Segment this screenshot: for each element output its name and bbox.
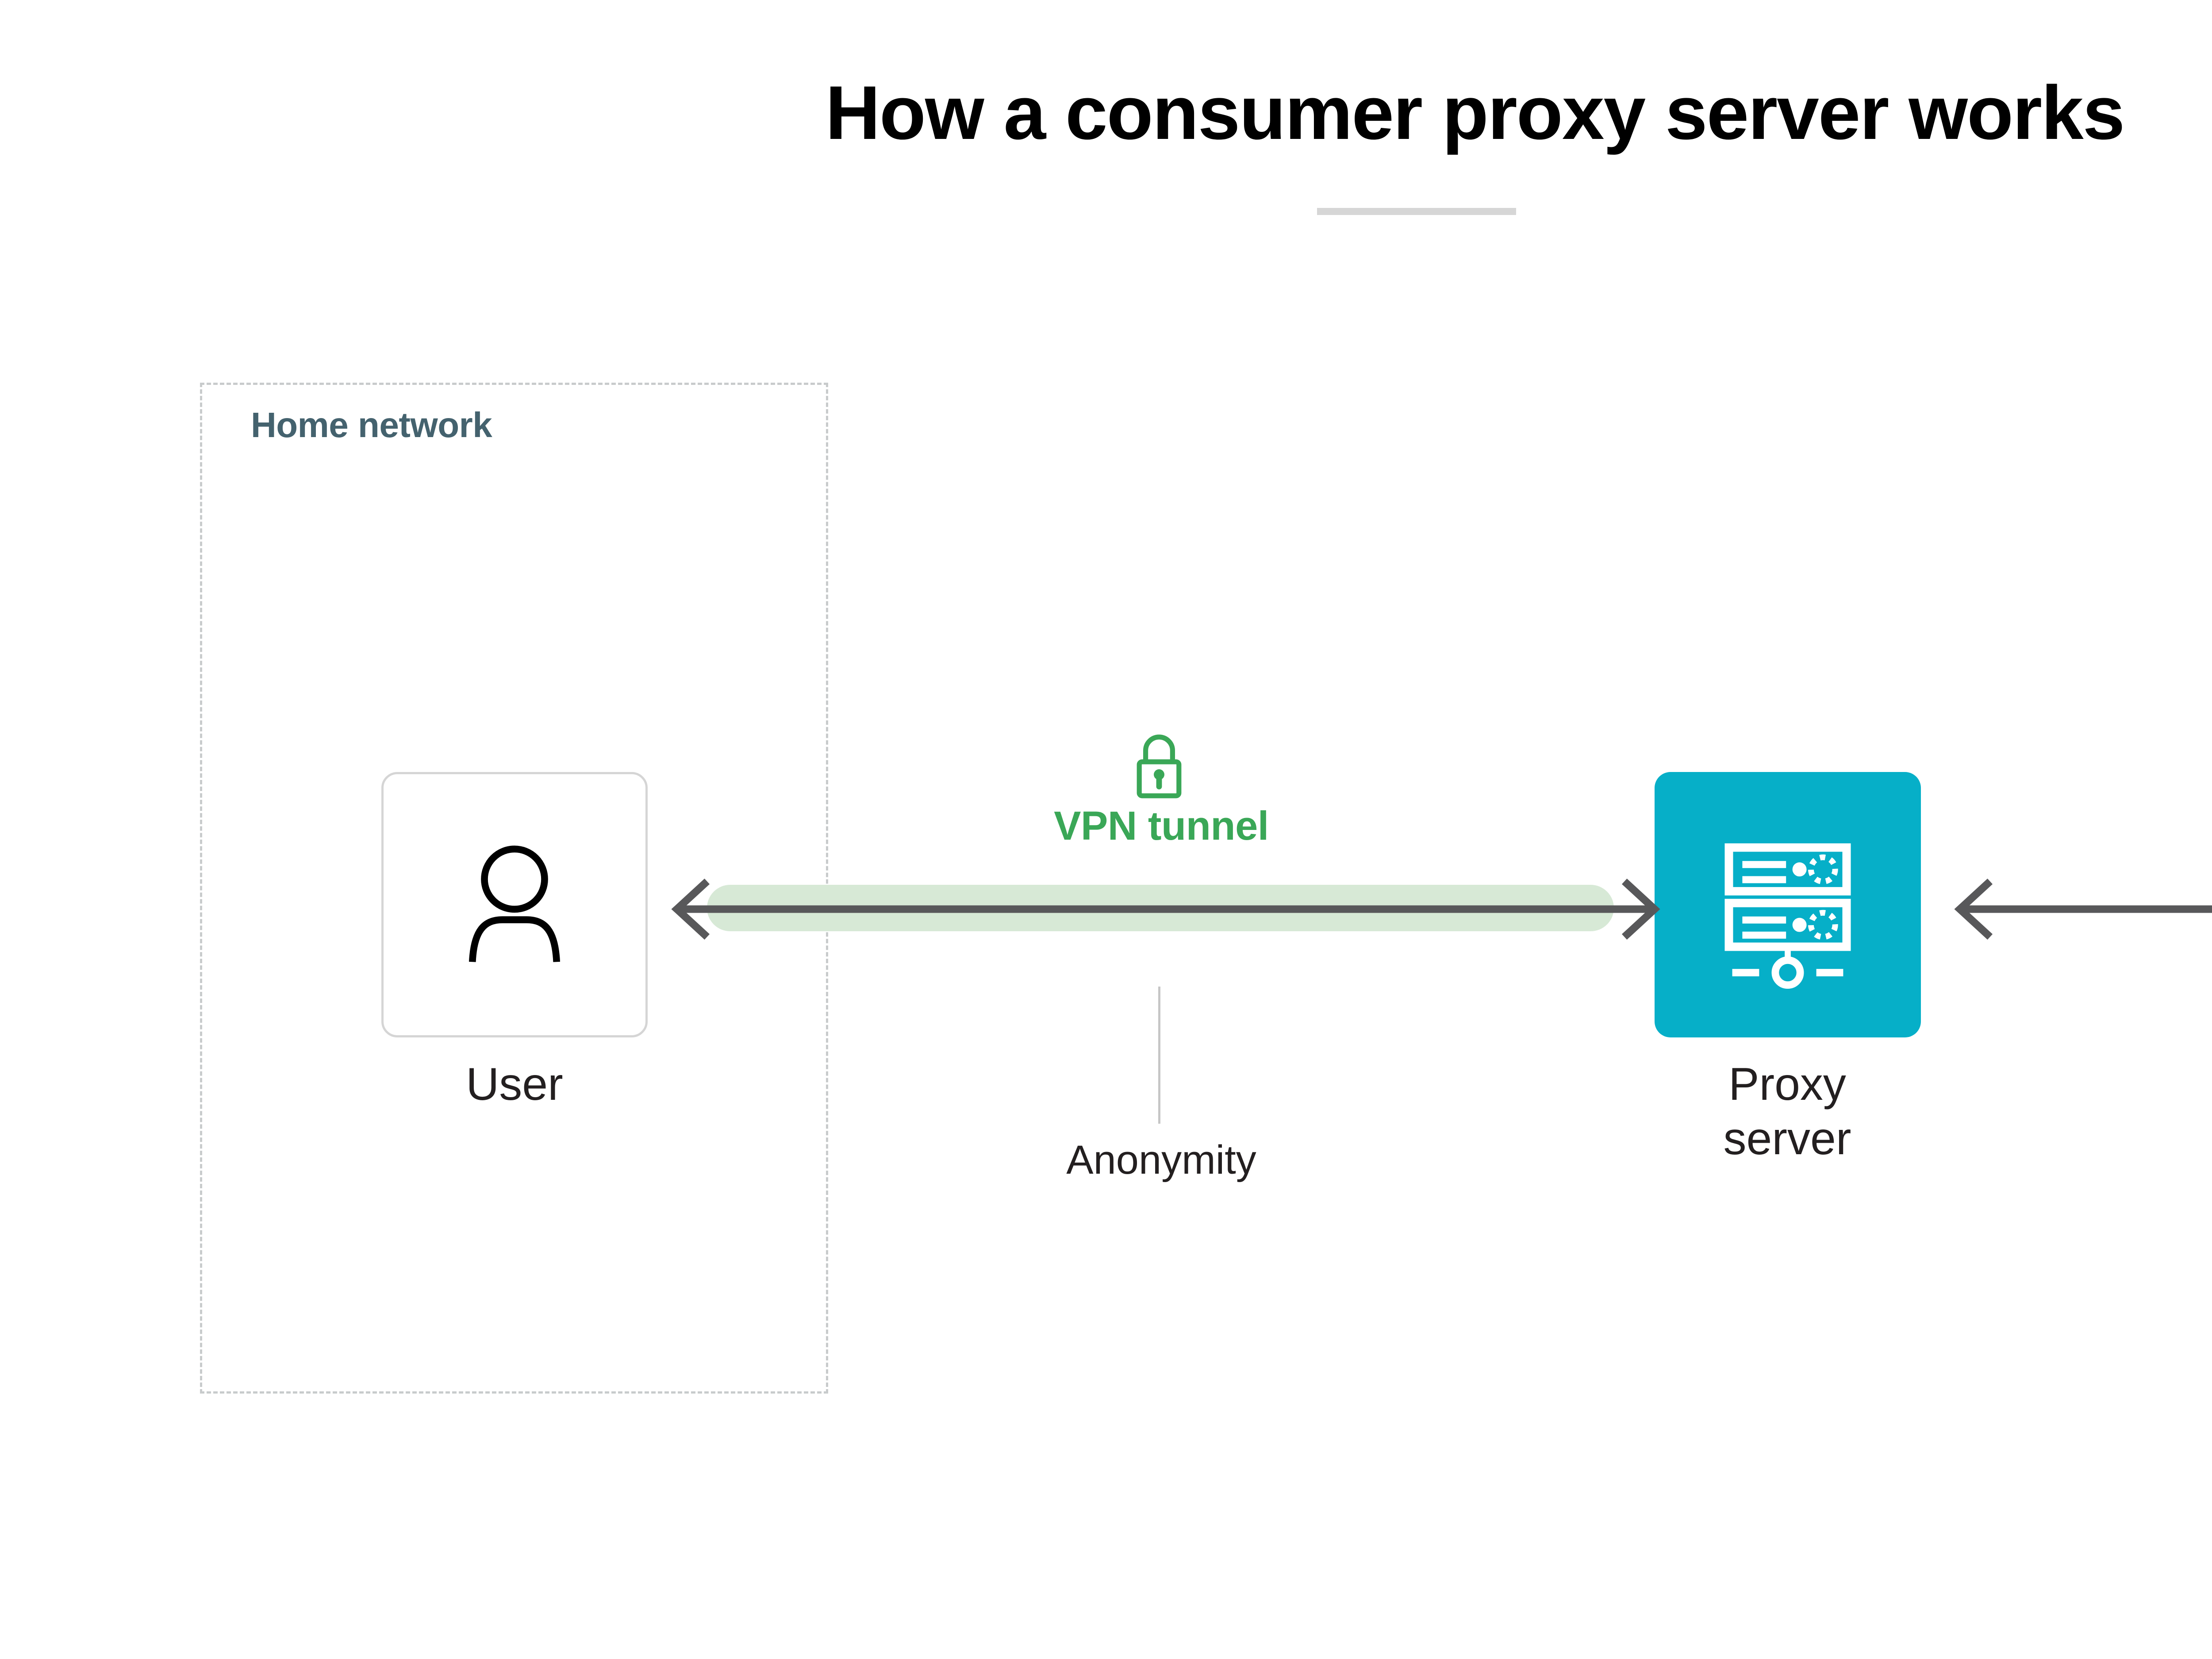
server-rack-icon <box>1724 843 1851 989</box>
proxy-node-box[interactable] <box>1655 772 1921 1037</box>
proxy-node-label-line2: server <box>1723 1113 1851 1164</box>
title-underline-rule <box>1317 208 1516 215</box>
page-title: How a consumer proxy server works <box>825 70 2125 155</box>
user-node-box[interactable] <box>381 772 648 1037</box>
proxy-node-label: Proxy server <box>1637 1057 1938 1166</box>
user-person-icon <box>469 845 561 962</box>
vpn-tunnel-label: VPN tunnel <box>1054 803 1269 849</box>
user-node-label: User <box>466 1059 563 1110</box>
home-network-label: Home network <box>251 405 492 445</box>
anonymity-label: Anonymity <box>1066 1137 1256 1183</box>
proxy-internet-connector-arrow <box>1954 878 2212 940</box>
proxy-node-label-line1: Proxy <box>1728 1059 1846 1110</box>
padlock-icon <box>1124 730 1194 801</box>
user-proxy-connector-arrow <box>671 878 1660 940</box>
anonymity-leader-line <box>1158 987 1160 1124</box>
